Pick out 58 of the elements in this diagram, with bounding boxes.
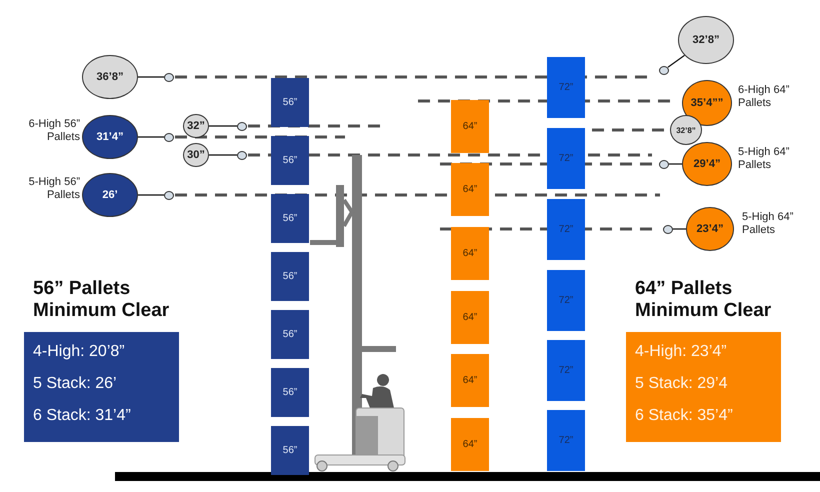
clearance-text: 4-High: 20’8” xyxy=(33,342,126,362)
connector-dot xyxy=(659,160,669,168)
pallet: 56” xyxy=(271,78,309,127)
pallet: 56” xyxy=(271,426,309,475)
height-callout: 30” xyxy=(183,143,209,167)
pallet: 56” xyxy=(271,136,309,185)
pallet: 72” xyxy=(547,340,585,401)
clearance-text: 4-High: 23’4” xyxy=(635,342,728,362)
leader-line xyxy=(138,194,164,196)
pallet: 72” xyxy=(547,270,585,331)
stack-note: 5-High 64” Pallets xyxy=(738,146,790,172)
pallet: 56” xyxy=(271,368,309,417)
clearance-text: 5 Stack: 29’4 xyxy=(635,374,728,394)
height-callout: 32’8” xyxy=(670,115,702,145)
connector-dot xyxy=(659,66,669,74)
stack-note: 5-High 56” Pallets xyxy=(28,176,80,202)
height-callout: 23’4” xyxy=(686,207,734,251)
pallet: 72” xyxy=(547,410,585,471)
stack-note: 5-High 64” Pallets xyxy=(742,211,794,237)
pallet: 56” xyxy=(271,194,309,243)
clearance-text: 5 Stack: 26’ xyxy=(33,374,118,394)
connector-dot xyxy=(164,72,174,82)
height-callout: 26’ xyxy=(82,173,138,217)
pallet: 56” xyxy=(271,310,309,359)
connector-dot xyxy=(663,224,673,234)
height-callout: 29’4” xyxy=(682,142,732,186)
height-callout: 36’8” xyxy=(82,55,138,99)
connector-dot xyxy=(237,150,247,160)
connector-dot xyxy=(164,132,174,142)
pallet: 64” xyxy=(451,291,489,344)
height-callout: 31’4” xyxy=(82,115,138,159)
stack-note: 6-High 64” Pallets xyxy=(738,84,790,110)
height-callout: 35’4”” xyxy=(682,80,732,126)
clearance-text: 6 Stack: 35’4” xyxy=(635,406,734,426)
pallet: 64” xyxy=(451,227,489,280)
pallet: 64” xyxy=(451,354,489,407)
height-callout: 32” xyxy=(183,114,209,138)
height-callout: 32’8” xyxy=(678,16,734,64)
leader-line xyxy=(668,54,685,68)
leader-line xyxy=(138,136,164,138)
leader-line xyxy=(673,228,686,230)
summary-heading: 56” Pallets Minimum Clear xyxy=(33,278,170,322)
leader-line xyxy=(138,76,164,78)
summary-heading: 64” Pallets Minimum Clear xyxy=(635,278,772,322)
pallet: 72” xyxy=(547,57,585,118)
pallet: 64” xyxy=(451,418,489,471)
leader-line xyxy=(669,163,682,165)
connector-dot xyxy=(237,122,247,130)
pallet: 64” xyxy=(451,163,489,216)
leader-line xyxy=(209,125,237,127)
pallet: 64” xyxy=(451,100,489,153)
clearance-text: 6 Stack: 31’4” xyxy=(33,406,132,426)
pallet: 72” xyxy=(547,199,585,260)
connector-dot xyxy=(164,190,174,200)
pallet: 56” xyxy=(271,252,309,301)
stack-note: 6-High 56” Pallets xyxy=(28,118,80,144)
leader-line xyxy=(209,154,237,156)
pallet: 72” xyxy=(547,128,585,189)
